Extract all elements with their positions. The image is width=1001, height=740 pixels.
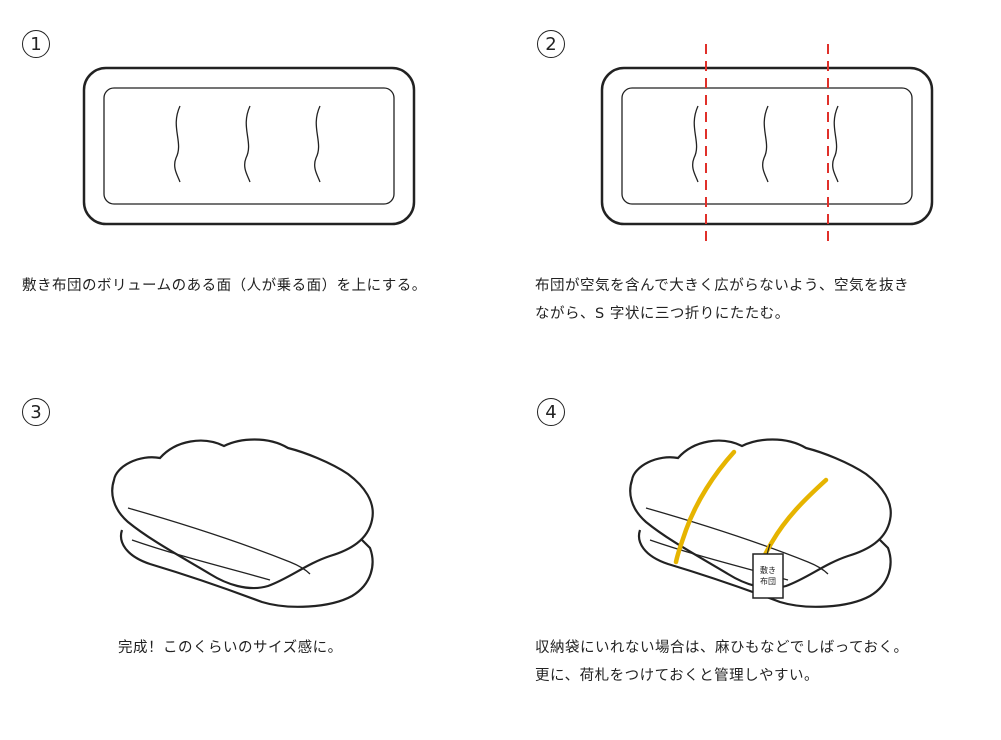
futon-wrinkle-2 (762, 105, 769, 183)
step-4-panel: 4 敷き 布団 収納袋にいれない場合は、麻ひもなどでしばっておく。 更に、荷札を… (500, 370, 1000, 740)
caption-line: 敷き布団のボリュームのある面（人が乗る面）を上にする。 (22, 278, 427, 294)
folded-futon-seam (645, 507, 829, 575)
step-number-1: 1 (22, 30, 50, 58)
folded-futon-top-layer (111, 438, 374, 590)
step-1-caption: 敷き布団のボリュームのある面（人が乗る面）を上にする。 (22, 272, 427, 300)
futon-outer-outline (82, 66, 416, 226)
step-3-caption: 完成！このくらいのサイズ感に。 (118, 634, 343, 662)
folded-futon-seam (127, 507, 311, 575)
futon-wrinkle-3 (314, 105, 321, 183)
caption-line: 更に、荷札をつけておくと管理しやすい。 (535, 668, 819, 684)
caption-line: ながら、S 字状に三つ折りにたたむ。 (535, 306, 790, 322)
tag-label-line-1: 敷き (760, 565, 776, 575)
step-2-caption: 布団が空気を含んで大きく広がらないよう、空気を抜き ながら、S 字状に三つ折りに… (535, 272, 909, 328)
flat-futon-illustration (82, 66, 416, 226)
folded-futon-top-layer (629, 438, 892, 590)
folded-futon-seam-lower (131, 539, 271, 581)
futon-inner-outline (103, 87, 395, 205)
step-2-panel: 2 布団が空気を含んで大きく広がらないよう、空気を抜き ながら、S 字状に三つ折… (500, 0, 1000, 370)
futon-wrinkle-2 (244, 105, 251, 183)
step-4-caption: 収納袋にいれない場合は、麻ひもなどでしばっておく。 更に、荷札をつけておくと管理… (535, 634, 909, 690)
futon-wrinkle-1 (174, 105, 181, 183)
futon-wrinkle-3 (832, 105, 839, 183)
step-1-panel: 1 敷き布団のボリュームのある面（人が乗る面）を上にする。 (0, 0, 500, 370)
folded-futon-bottom-layer (119, 529, 374, 608)
folded-futon-bottom-layer (637, 529, 892, 608)
step-number-4: 4 (537, 398, 565, 426)
step-number-3: 3 (22, 398, 50, 426)
luggage-tag (752, 553, 784, 599)
caption-line: 収納袋にいれない場合は、麻ひもなどでしばっておく。 (535, 640, 909, 656)
futon-wrinkle-1 (692, 105, 699, 183)
tag-label-line-2: 布団 (760, 576, 776, 586)
futon-outer-outline (600, 66, 934, 226)
step-3-panel: 3 完成！このくらいのサイズ感に。 (0, 370, 500, 740)
folded-futon-illustration (111, 438, 374, 608)
tied-futon-illustration: 敷き 布団 (629, 438, 892, 608)
futon-inner-outline (621, 87, 913, 205)
step-number-2: 2 (537, 30, 565, 58)
rope-left (673, 449, 737, 565)
fold-lines-illustration (600, 44, 934, 246)
caption-line: 完成！このくらいのサイズ感に。 (118, 640, 343, 656)
caption-line: 布団が空気を含んで大きく広がらないよう、空気を抜き (535, 278, 909, 294)
